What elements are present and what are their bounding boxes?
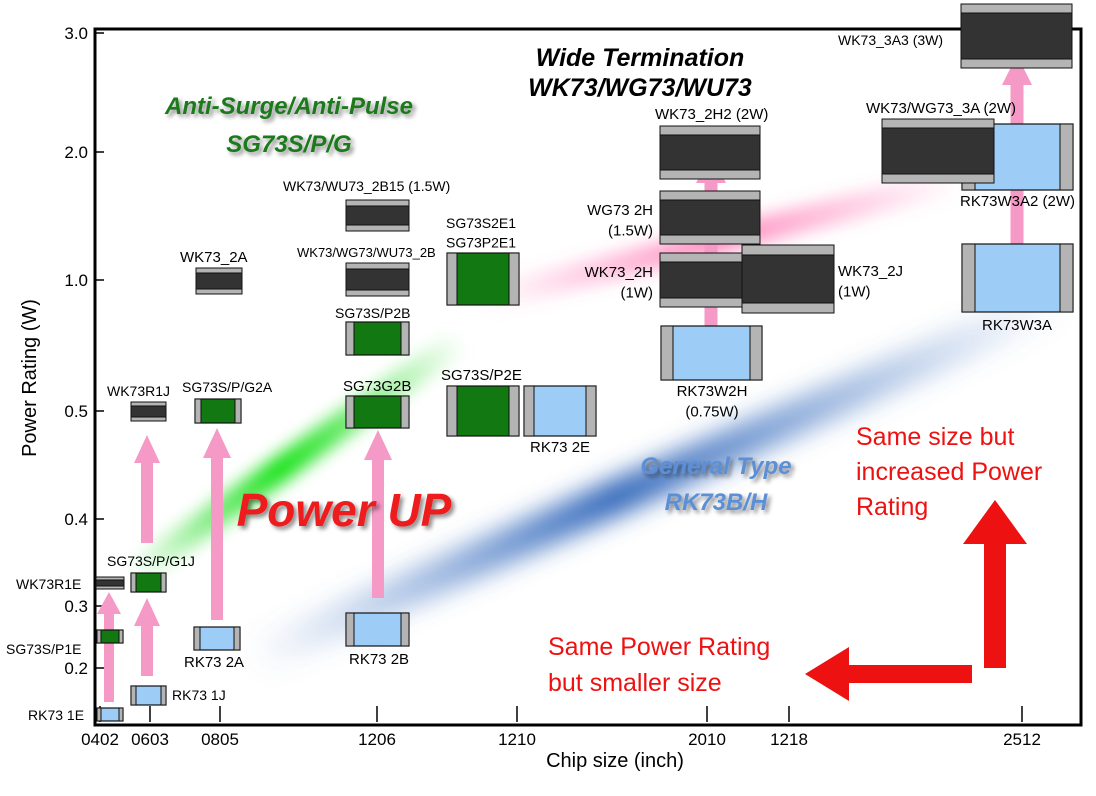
power-up-text: Power UP bbox=[237, 484, 452, 536]
label-wk73-wu73-2b15-1-5w: WK73/WU73_2B15 (1.5W) bbox=[283, 178, 450, 194]
x-tick-label: 1210 bbox=[498, 730, 536, 749]
label-rk73-1j: RK73 1J bbox=[172, 687, 226, 703]
y-tick-label: 0.3 bbox=[64, 597, 88, 616]
power-up-arrow bbox=[134, 435, 160, 543]
label-rk73-2e: RK73 2E bbox=[530, 439, 590, 456]
anti-surge-title: Anti-Surge/Anti-Pulse bbox=[164, 93, 413, 120]
x-tick-label: 2512 bbox=[1003, 730, 1041, 749]
x-tick-label: 1206 bbox=[358, 730, 396, 749]
x-tick-label: 2010 bbox=[688, 730, 726, 749]
marker-rk73-2b bbox=[345, 612, 410, 647]
trend-glows bbox=[127, 167, 1078, 678]
marker-wk73-3a3-3w bbox=[960, 3, 1073, 69]
label-wk73-2a: WK73_2A bbox=[180, 249, 248, 266]
label-wk73-3a3-3w: WK73_3A3 (3W) bbox=[838, 32, 943, 48]
label-sg73s-p-g2a: SG73S/P/G2A bbox=[182, 379, 273, 395]
marker-sg73s-p-g1j bbox=[130, 572, 167, 593]
label-wk73-2h-1w: WK73_2H(1W) bbox=[585, 264, 653, 302]
label-sg73g2b: SG73G2B bbox=[343, 378, 411, 395]
x-tick-label: 1218 bbox=[770, 730, 808, 749]
x-tick-label: 0805 bbox=[201, 730, 239, 749]
marker-rk73-2a bbox=[193, 626, 241, 651]
marker-rk73w2h-0-75w bbox=[660, 325, 763, 381]
marker-wk73r1e bbox=[95, 576, 125, 590]
power-up-arrow bbox=[97, 592, 121, 702]
marker-wk73-wu73-2b15-1-5w bbox=[345, 199, 410, 232]
label-wk73-wg73-3a-2w: WK73/WG73_3A (2W) bbox=[866, 100, 1016, 117]
y-tick-label: 1.0 bbox=[64, 271, 88, 290]
y-tick-label: 3.0 bbox=[64, 24, 88, 43]
y-tick-label: 0.5 bbox=[64, 402, 88, 421]
label-wk73-2h2-2w: WK73_2H2 (2W) bbox=[655, 106, 768, 123]
wide-termination-title: Wide Termination bbox=[536, 44, 745, 72]
marker-sg73s2e1-sg73p2e1 bbox=[446, 252, 520, 306]
x-axis-label: Chip size (inch) bbox=[546, 750, 684, 772]
marker-rk73-2e bbox=[523, 385, 597, 437]
marker-rk73w3a bbox=[961, 243, 1074, 313]
y-tick-label: 0.2 bbox=[64, 659, 88, 678]
marker-rk73-1e bbox=[96, 707, 124, 722]
label-wg73-2h-1-5w: WG73 2H(1.5W) bbox=[587, 202, 653, 240]
label-wk73-2j-1w: WK73_2J(1W) bbox=[838, 263, 903, 301]
plot-frame bbox=[93, 27, 1083, 727]
x-tick-label: 0603 bbox=[131, 730, 169, 749]
axes: 0.2 0.3 0.4 0.5 1.0 2.0 3.0 0402 0603 0805 1206 121… bbox=[19, 24, 1041, 772]
marker-wk73r1j bbox=[130, 401, 167, 422]
label-wk73-wg73-wu73-2b: WK73/WG73/WU73_2B bbox=[297, 245, 436, 260]
y-axis-label: Power Rating (W) bbox=[19, 299, 41, 457]
label-rk73-2a: RK73 2A bbox=[184, 654, 244, 671]
marker-wk73-2a bbox=[195, 267, 243, 295]
general-type-subtitle: RK73B/H bbox=[665, 489, 768, 516]
label-wk73r1j: WK73R1J bbox=[107, 383, 170, 399]
label-rk73w2h-0-75w: RK73W2H(0.75W) bbox=[677, 383, 748, 421]
group-titles: Wide TerminationWK73/WG73/WU73Anti-Surge… bbox=[164, 44, 792, 516]
markers bbox=[95, 3, 1074, 722]
x-tick-label: 0402 bbox=[81, 730, 119, 749]
marker-wk73-2j-1w bbox=[741, 244, 835, 314]
power-up-arrow bbox=[696, 153, 726, 350]
smaller-size-arrow bbox=[805, 647, 972, 701]
increase-power-arrow bbox=[963, 500, 1027, 668]
label-rk73w3a2-2w: RK73W3A2 (2W) bbox=[960, 193, 1075, 210]
marker-rk73-1j bbox=[130, 685, 167, 706]
y-tick-label: 0.4 bbox=[64, 510, 88, 529]
anti-surge-subtitle: SG73S/P/G bbox=[226, 131, 351, 158]
power-up-arrow bbox=[134, 598, 160, 676]
wide-termination-subtitle: WK73/WG73/WU73 bbox=[528, 74, 752, 102]
marker-wk73-wg73-3a-2w bbox=[881, 118, 995, 184]
marker-sg73s-p2b bbox=[345, 321, 410, 356]
label-sg73s-p-g1j: SG73S/P/G1J bbox=[107, 553, 195, 569]
label-rk73-2b: RK73 2B bbox=[349, 651, 409, 668]
label-sg73s-p2b: SG73S/P2B bbox=[335, 305, 411, 321]
general-trend-glow bbox=[232, 282, 1078, 678]
marker-sg73s-p2e bbox=[446, 385, 520, 437]
marker-wg73-2h-1-5w bbox=[659, 190, 761, 245]
marker-wk73-2h2-2w bbox=[659, 125, 761, 180]
marker-sg73g2b bbox=[345, 395, 410, 429]
general-type-title: General Type bbox=[640, 453, 791, 480]
y-tick-label: 2.0 bbox=[64, 143, 88, 162]
label-sg73s-p1e: SG73S/P1E bbox=[6, 641, 82, 657]
marker-wk73-wg73-wu73-2b bbox=[345, 262, 410, 297]
label-wk73r1e: WK73R1E bbox=[16, 576, 81, 592]
power-up-arrow bbox=[203, 428, 231, 620]
label-sg73s-p2e: SG73S/P2E bbox=[441, 367, 522, 384]
marker-sg73s-p-g2a bbox=[194, 398, 242, 424]
power-up-arrow bbox=[364, 430, 392, 598]
surge-trend-glow bbox=[127, 327, 473, 583]
label-rk73-1e: RK73 1E bbox=[28, 707, 84, 723]
label-rk73w3a: RK73W3A bbox=[982, 317, 1052, 334]
marker-sg73s-p1e bbox=[96, 629, 124, 644]
